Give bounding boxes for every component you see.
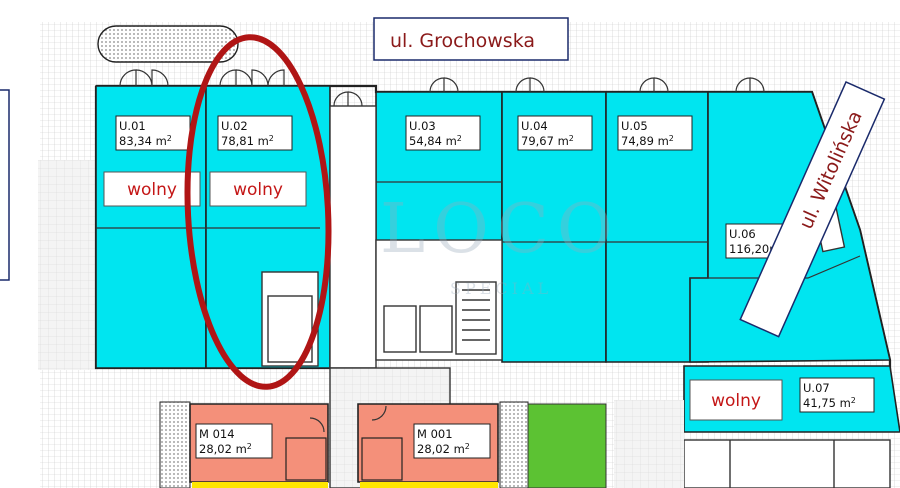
watermark-sub: SPECIAL <box>450 279 552 298</box>
area-unit-superscript: 2 <box>247 442 252 451</box>
unit-area: 83,34 m2 <box>119 134 172 149</box>
status-box <box>103 171 201 207</box>
unit-id: U.02 <box>221 119 248 133</box>
unit-id: U.07 <box>803 381 830 395</box>
area-unit-superscript: 2 <box>851 396 856 405</box>
unit-area: 79,67 m2 <box>521 134 574 149</box>
lower-right-rooms <box>614 400 891 488</box>
watermark-main: LOCO <box>380 190 621 269</box>
unit-label-box <box>405 115 481 151</box>
area-unit-superscript: 2 <box>669 134 674 143</box>
storage-area: 28,02 m2 <box>199 442 252 457</box>
status-box <box>689 379 783 421</box>
storage-label-box <box>195 423 273 459</box>
unit-label-box <box>115 115 191 151</box>
yellow-strip-left <box>192 482 328 488</box>
street-name-north: ul. Grochowska <box>390 30 535 52</box>
storage-subroom <box>361 437 403 481</box>
storage-label-box <box>413 423 491 459</box>
storage-subroom <box>285 437 327 481</box>
status-box <box>209 171 307 207</box>
street-label-north: ul. Grochowska <box>373 17 569 61</box>
elevator-shaft <box>261 271 319 367</box>
left-sidewalk <box>38 160 98 370</box>
top-white-strip <box>0 0 900 22</box>
unit-id: U.05 <box>621 119 648 133</box>
area-unit-superscript: 2 <box>167 134 172 143</box>
lower-dark-wall-right <box>499 401 529 488</box>
left-partial-label-box <box>0 89 10 281</box>
unit-id: U.04 <box>521 119 548 133</box>
unit-label-box <box>617 115 693 151</box>
status-label: wolny <box>127 180 177 200</box>
unit-id: U.01 <box>119 119 146 133</box>
unit-id: U.06 <box>729 227 756 241</box>
green-area <box>527 403 607 488</box>
planter <box>97 25 239 63</box>
area-unit-superscript: 2 <box>269 134 274 143</box>
highlight-ellipse <box>184 34 332 390</box>
area-unit-superscript: 2 <box>569 134 574 143</box>
yellow-strip-right <box>360 482 498 488</box>
stair-core <box>329 105 503 488</box>
unit-label-box <box>217 115 293 151</box>
door-swings <box>119 69 765 433</box>
storage-id: M 014 <box>199 427 235 441</box>
lower-dark-wall-left <box>159 401 191 488</box>
storage-area: 28,02 m2 <box>417 442 470 457</box>
storage-id: M 001 <box>417 427 453 441</box>
unit-id: U.03 <box>409 119 436 133</box>
unit-area: 74,89 m2 <box>621 134 674 149</box>
status-label: wolny <box>711 391 761 411</box>
unit-area: 41,75 m2 <box>803 396 856 411</box>
unit-label-box <box>517 115 593 151</box>
area-unit-superscript: 2 <box>457 134 462 143</box>
unit-area: 78,81 m2 <box>221 134 274 149</box>
area-unit-superscript: 2 <box>465 442 470 451</box>
status-label: wolny <box>233 180 283 200</box>
unit-area: 54,84 m2 <box>409 134 462 149</box>
unit-label-box <box>799 377 875 413</box>
